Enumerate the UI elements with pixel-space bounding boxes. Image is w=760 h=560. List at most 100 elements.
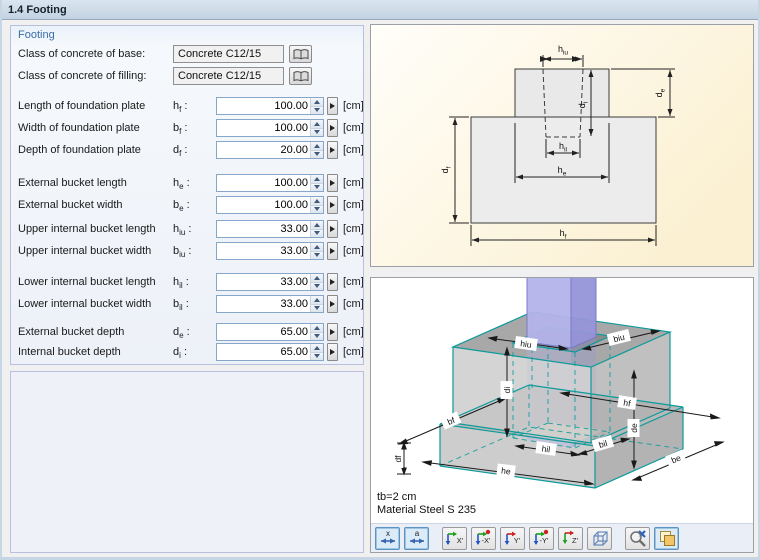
- view-x-button[interactable]: X': [442, 526, 467, 550]
- hil-spin-up[interactable]: [311, 274, 323, 282]
- svg-text:Z': Z': [572, 536, 579, 545]
- dimensions-value-a-button[interactable]: a: [404, 526, 429, 550]
- df-detail-button[interactable]: [327, 141, 338, 159]
- row-di: Internal bucket depth di : [cm]: [11, 343, 364, 361]
- field-symbol: di :: [173, 346, 188, 361]
- zoom-to-selection-button[interactable]: [625, 526, 650, 550]
- hf-input[interactable]: [217, 98, 310, 114]
- svg-text:biu: biu: [612, 332, 626, 345]
- he-spin-down[interactable]: [311, 182, 323, 191]
- field-symbol: biu :: [173, 245, 192, 260]
- svg-text:de: de: [654, 88, 667, 97]
- view-minus-x-button[interactable]: -X': [471, 526, 496, 550]
- svg-text:Y': Y': [514, 536, 521, 545]
- dimensions-symbol-x-button[interactable]: x: [375, 526, 400, 550]
- svg-text:di: di: [577, 102, 590, 108]
- bil-detail-button[interactable]: [327, 295, 338, 313]
- be-spin-down[interactable]: [311, 204, 323, 213]
- bf-detail-button[interactable]: [327, 119, 338, 137]
- bil-spin-down[interactable]: [311, 303, 323, 312]
- unit-label: [cm]: [343, 326, 364, 338]
- biu-spin-down[interactable]: [311, 250, 323, 259]
- he-spin-up[interactable]: [311, 175, 323, 183]
- footing-3d-view[interactable]: hiu biu di hf de bf df hil bil he be: [371, 278, 753, 490]
- bil-spin-up[interactable]: [311, 296, 323, 304]
- di-input[interactable]: [217, 344, 310, 360]
- field-label: Lower internal bucket width: [18, 298, 152, 310]
- bf-input[interactable]: [217, 120, 310, 136]
- row-concrete-filling: Class of concrete of filling:: [11, 67, 363, 85]
- hiu-spin-down[interactable]: [311, 228, 323, 237]
- de-spin-up[interactable]: [311, 324, 323, 332]
- hiu-detail-button[interactable]: [327, 220, 338, 238]
- svg-text:bf: bf: [446, 415, 457, 427]
- empty-group-panel: [10, 371, 364, 553]
- field-symbol: hiu :: [173, 223, 192, 238]
- hiu-spin-up[interactable]: [311, 221, 323, 229]
- row-bf: Width of foundation plate bf : [cm]: [11, 119, 364, 137]
- row-df: Depth of foundation plate df : [cm]: [11, 141, 364, 159]
- svg-text:hil: hil: [541, 443, 551, 454]
- hiu-input[interactable]: [217, 221, 310, 237]
- view-z-button[interactable]: Z': [558, 526, 583, 550]
- de-detail-button[interactable]: [327, 323, 338, 341]
- svg-text:-X': -X': [482, 536, 492, 545]
- view-minus-x-icon: -X': [475, 529, 492, 545]
- svg-text:df: df: [393, 455, 403, 463]
- section-diagram-panel: hiu de di df hil he: [370, 24, 754, 267]
- df-input[interactable]: [217, 142, 310, 158]
- concrete-filling-label: Class of concrete of filling:: [18, 70, 147, 82]
- section-diagram: hiu de di df hil he: [371, 25, 753, 266]
- field-symbol: be :: [173, 199, 190, 214]
- he-detail-button[interactable]: [327, 174, 338, 192]
- hil-spin-down[interactable]: [311, 281, 323, 290]
- row-hf: Length of foundation plate hf : [cm]: [11, 97, 364, 115]
- svg-text:a: a: [414, 529, 419, 538]
- df-spin-down[interactable]: [311, 149, 323, 158]
- di-detail-button[interactable]: [327, 343, 338, 361]
- di-spin-up[interactable]: [311, 344, 323, 352]
- view-y-button[interactable]: Y': [500, 526, 525, 550]
- display-properties-button[interactable]: [654, 526, 679, 550]
- di-spin-down[interactable]: [311, 351, 323, 360]
- view-x-icon: X': [445, 531, 464, 545]
- model-info: tb=2 cm Material Steel S 235: [377, 491, 476, 517]
- de-spin-down[interactable]: [311, 331, 323, 340]
- dialog-title: 1.4 Footing: [2, 0, 758, 20]
- be-spin-up[interactable]: [311, 197, 323, 205]
- bil-input[interactable]: [217, 296, 310, 312]
- be-detail-button[interactable]: [327, 196, 338, 214]
- unit-label: [cm]: [343, 100, 364, 112]
- unit-label: [cm]: [343, 298, 364, 310]
- hf-detail-button[interactable]: [327, 97, 338, 115]
- svg-text:hiu: hiu: [520, 338, 533, 350]
- concrete-base-library-button[interactable]: [289, 45, 312, 63]
- hil-input[interactable]: [217, 274, 310, 290]
- unit-label: [cm]: [343, 276, 364, 288]
- biu-detail-button[interactable]: [327, 242, 338, 260]
- field-symbol: bil :: [173, 298, 189, 313]
- de-input[interactable]: [217, 324, 310, 340]
- view-isometric-button[interactable]: [587, 526, 612, 550]
- field-symbol: bf :: [173, 122, 188, 137]
- bf-spin-up[interactable]: [311, 120, 323, 128]
- concrete-filling-library-button[interactable]: [289, 67, 312, 85]
- unit-label: [cm]: [343, 223, 364, 235]
- biu-spin-up[interactable]: [311, 243, 323, 251]
- biu-input[interactable]: [217, 243, 310, 259]
- be-input[interactable]: [217, 197, 310, 213]
- bf-spin-down[interactable]: [311, 127, 323, 136]
- concrete-base-value[interactable]: [173, 45, 284, 63]
- svg-text:df: df: [440, 166, 453, 173]
- hf-spin-up[interactable]: [311, 98, 323, 106]
- concrete-filling-value[interactable]: [173, 67, 284, 85]
- df-spin-up[interactable]: [311, 142, 323, 150]
- field-label: External bucket length: [18, 177, 127, 189]
- view-minus-y-button[interactable]: -Y': [529, 526, 554, 550]
- row-biu: Upper internal bucket width biu : [cm]: [11, 242, 364, 260]
- field-label: Upper internal bucket width: [18, 245, 152, 257]
- svg-text:he: he: [501, 465, 512, 476]
- hil-detail-button[interactable]: [327, 273, 338, 291]
- he-input[interactable]: [217, 175, 310, 191]
- hf-spin-down[interactable]: [311, 105, 323, 114]
